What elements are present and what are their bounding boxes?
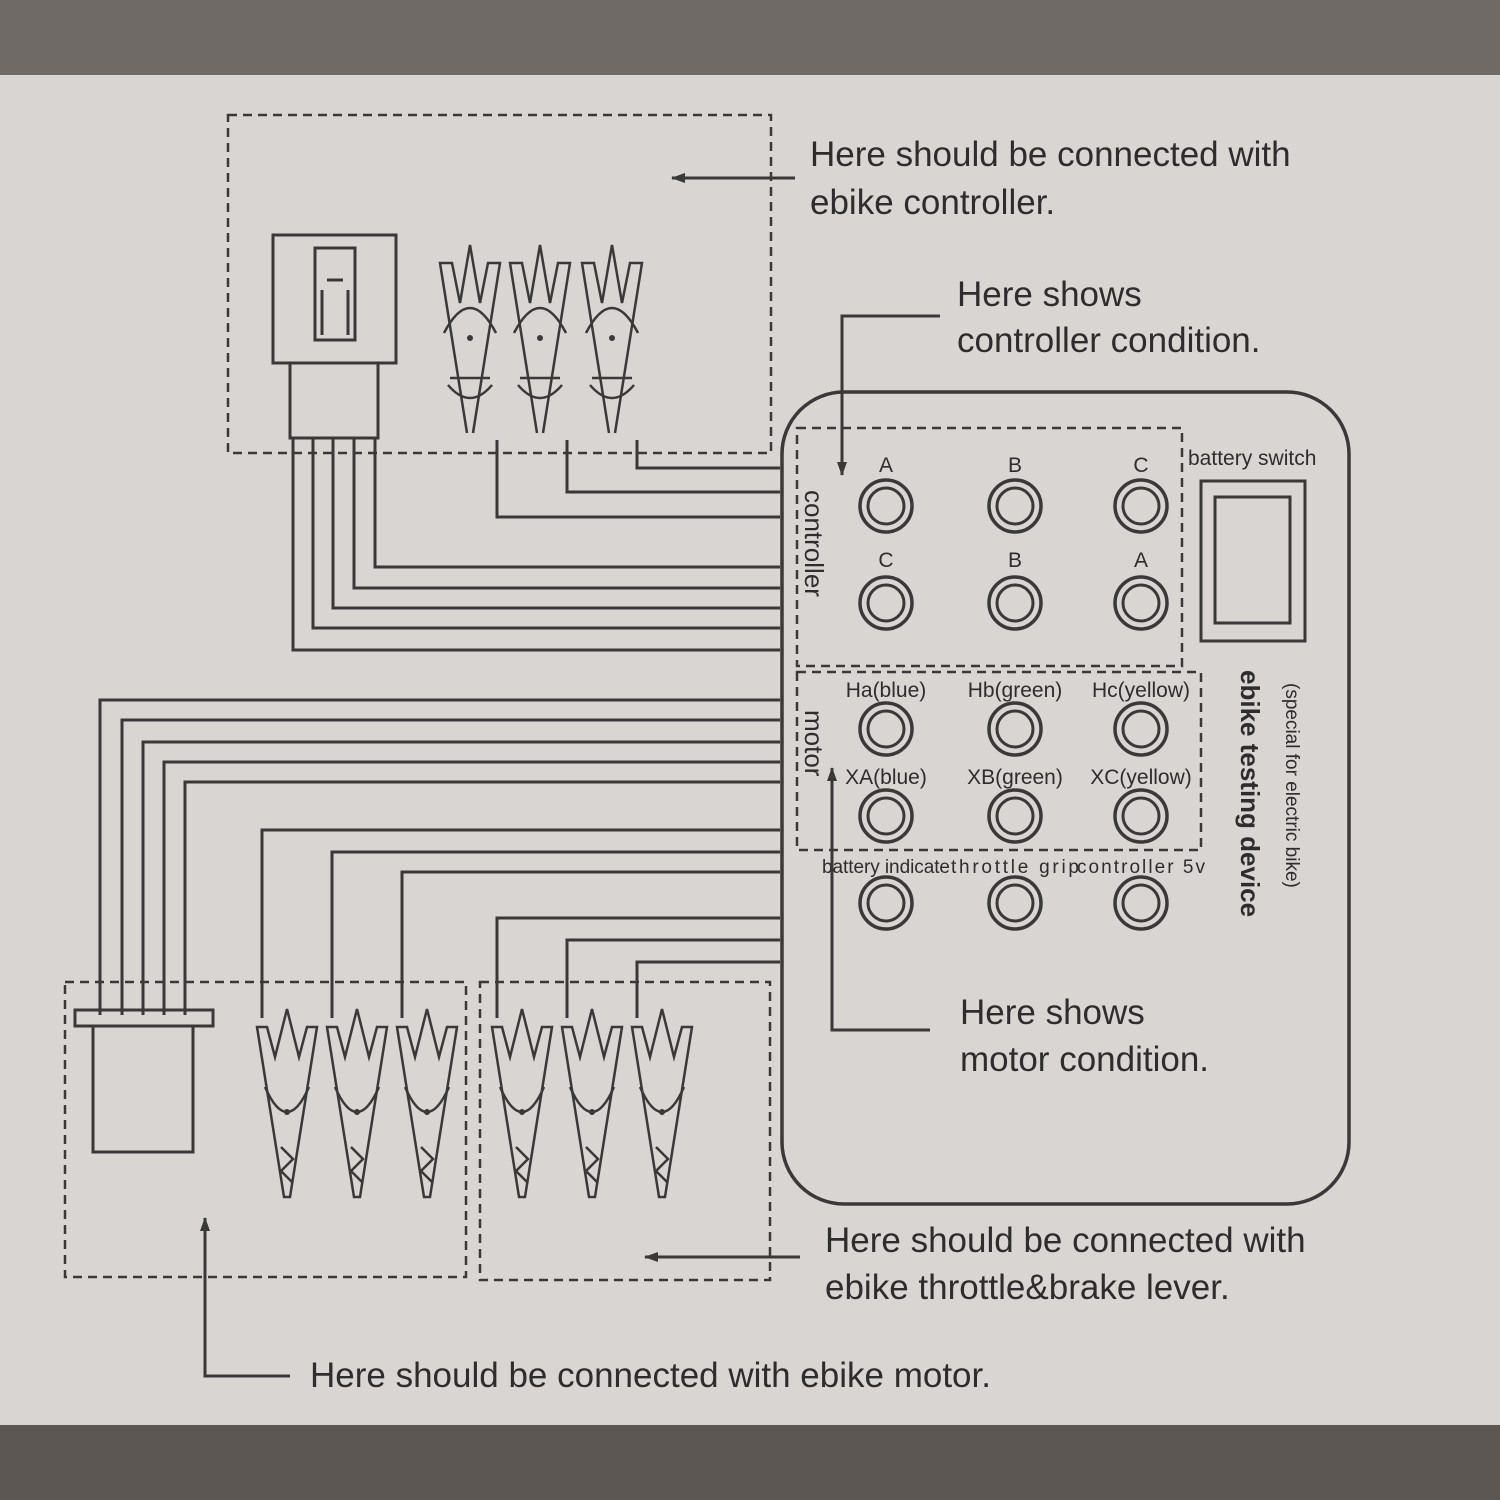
controller-connection-box xyxy=(226,113,773,455)
motor-note: Here should be connected with ebike moto… xyxy=(310,1356,991,1395)
motor-note-arrow xyxy=(200,1217,290,1378)
motor-condition-arrow xyxy=(827,767,930,1032)
paper-sheet xyxy=(0,75,1500,1425)
motor-plug-icon xyxy=(73,1008,215,1154)
controller-condition-line2: controller condition. xyxy=(957,321,1261,360)
motor-section-box xyxy=(795,670,1203,852)
port-label: Hc(yellow) xyxy=(1092,679,1190,702)
throttle-note-line1: Here should be connected with xyxy=(825,1221,1306,1260)
testing-device-body xyxy=(780,390,1351,1206)
lower-shadow xyxy=(0,1425,1500,1500)
port-label: XB(green) xyxy=(967,766,1063,789)
device-subtitle: (special for electric bike) xyxy=(1281,683,1302,888)
controller-section-box xyxy=(795,426,1184,668)
port-label: C xyxy=(1133,454,1148,477)
port-label: A xyxy=(1134,549,1148,572)
battery-switch-label: battery switch xyxy=(1188,447,1316,470)
controller-plug-icon xyxy=(271,233,398,440)
controller-condition-arrow xyxy=(837,314,940,476)
port-label: XA(blue) xyxy=(845,766,927,789)
port-label: B xyxy=(1008,549,1022,572)
port-label: Hb(green) xyxy=(968,679,1063,702)
annotation-arrows xyxy=(200,173,940,1378)
controller-note-line2: ebike controller. xyxy=(810,183,1055,222)
motor-wires xyxy=(98,698,780,1018)
port-label: XC(yellow) xyxy=(1090,766,1192,789)
device-title: ebike testing device xyxy=(1235,670,1265,917)
controller-wires xyxy=(291,438,780,652)
port-label: controller 5v xyxy=(1077,857,1206,878)
controller-note-line1: Here should be connected with xyxy=(810,135,1291,174)
port-label: B xyxy=(1008,454,1022,477)
throttle-brake-connection-box xyxy=(478,980,772,1282)
motor-condition-line1: Here shows xyxy=(960,993,1145,1032)
motor-connection-box xyxy=(63,980,468,1279)
controller-condition-line1: Here shows xyxy=(957,275,1142,314)
controller-section-label: controller xyxy=(799,490,829,597)
port-label: battery indicate xyxy=(822,857,950,878)
port-label: Ha(blue) xyxy=(846,679,927,702)
port-label: C xyxy=(878,549,893,572)
motor-condition-line2: motor condition. xyxy=(960,1040,1209,1079)
throttle-note-line2: ebike throttle&brake lever. xyxy=(825,1268,1230,1307)
battery-switch[interactable] xyxy=(1199,479,1307,643)
port-label: A xyxy=(879,454,893,477)
motor-section-label: motor xyxy=(799,710,829,777)
